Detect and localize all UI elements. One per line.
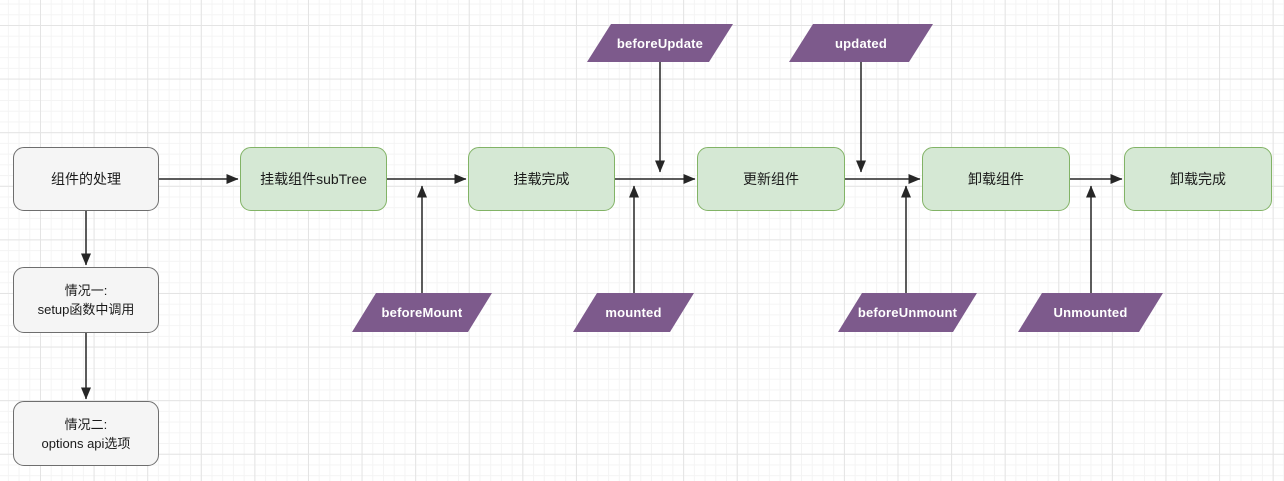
node-case-setup[interactable]: 情况一: setup函数中调用 — [13, 267, 159, 333]
node-update-component[interactable]: 更新组件 — [697, 147, 845, 211]
hook-label: beforeUnmount — [857, 305, 958, 320]
node-label: 组件的处理 — [51, 170, 121, 187]
hook-label: updated — [835, 35, 887, 51]
node-mount-subtree[interactable]: 挂载组件subTree — [240, 147, 387, 211]
hook-label: beforeMount — [381, 305, 463, 320]
node-label: 卸载完成 — [1170, 170, 1226, 187]
hook-before-update[interactable]: beforeUpdate — [587, 24, 733, 62]
node-label: 挂载组件subTree — [260, 170, 367, 187]
hook-label: Unmounted — [1053, 305, 1128, 320]
node-label: 挂载完成 — [513, 170, 570, 187]
node-unmount-done[interactable]: 卸载完成 — [1124, 147, 1272, 211]
node-mount-done[interactable]: 挂载完成 — [468, 147, 615, 211]
hook-mounted[interactable]: mounted — [573, 293, 694, 332]
hook-unmounted[interactable]: Unmounted — [1018, 293, 1163, 332]
hook-label: mounted — [605, 305, 662, 320]
hook-before-unmount[interactable]: beforeUnmount — [838, 293, 977, 332]
node-unmount-component[interactable]: 卸载组件 — [922, 147, 1070, 211]
node-label: 情况二: options api选项 — [41, 416, 131, 451]
hook-label: beforeUpdate — [616, 35, 704, 51]
node-label: 情况一: setup函数中调用 — [37, 283, 135, 317]
node-component-process[interactable]: 组件的处理 — [13, 147, 159, 211]
node-label: 卸载组件 — [968, 170, 1024, 187]
hook-updated[interactable]: updated — [789, 24, 933, 62]
node-label: 更新组件 — [743, 170, 799, 187]
hook-before-mount[interactable]: beforeMount — [352, 293, 492, 332]
node-case-options-api[interactable]: 情况二: options api选项 — [13, 401, 159, 466]
